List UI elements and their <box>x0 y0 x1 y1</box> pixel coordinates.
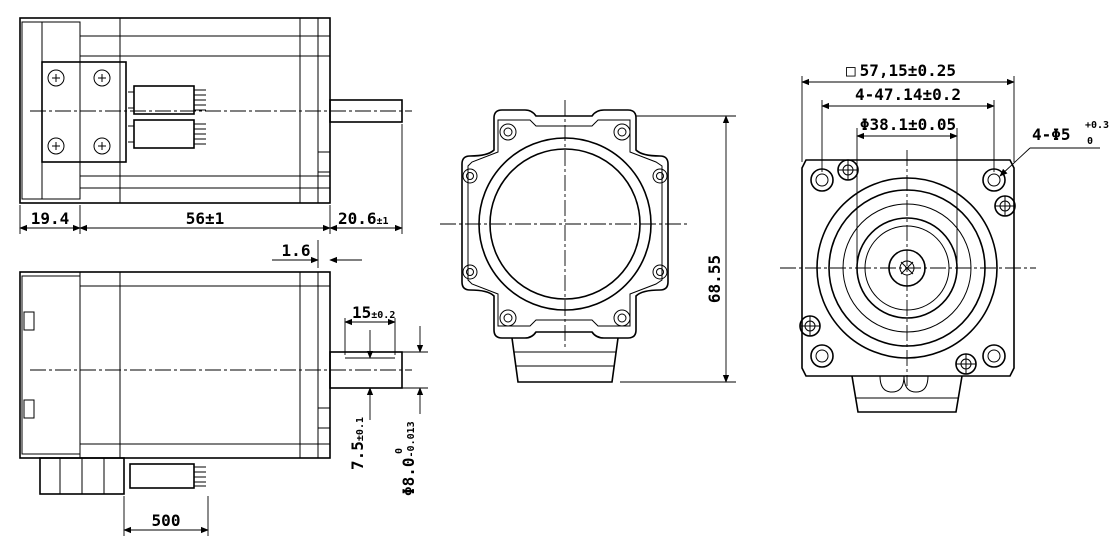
mounting-hole-icon <box>982 344 1006 368</box>
dim-label-shaft-tol-upper: 0 <box>394 448 405 454</box>
dim-label-body-length: 56±1 <box>186 209 225 228</box>
screw-icon <box>47 69 65 87</box>
connector-icon <box>129 463 206 489</box>
dim-label-square-size: □57,15±0.25 <box>846 61 956 80</box>
dim-label-pilot-diameter: Φ38.1±0.05 <box>860 115 956 134</box>
dim-label-key-height: 7.5±0.1 <box>348 417 367 470</box>
face-bottom-connector <box>851 375 963 413</box>
screw-icon <box>47 137 65 155</box>
dim-label-shaft-length: 20.6±1 <box>338 209 389 228</box>
mounting-hole-icon <box>613 309 631 327</box>
dim-label-shaft-diameter: Φ8.0-0.013 <box>399 421 418 496</box>
connector-plate <box>41 61 127 163</box>
mounting-hole-icon <box>462 168 478 184</box>
screw-icon <box>994 195 1016 217</box>
screw-icon <box>837 159 859 181</box>
dimension-labels: 19.4 56±1 20.6±1 1.6 15±0.2 7.5±0.1 Φ8.0… <box>31 61 1109 530</box>
top-view-body <box>19 17 331 204</box>
dim-label-key-length: 15±0.2 <box>352 303 395 322</box>
face-square-outline <box>801 159 1015 377</box>
mounting-hole-icon <box>499 123 517 141</box>
side-view-body <box>19 271 331 459</box>
dim-label-overall-height: 68.55 <box>705 255 724 303</box>
mounting-hole-icon <box>652 264 668 280</box>
flange-view <box>440 100 690 383</box>
connector-icon <box>128 119 206 149</box>
connector-icon <box>128 85 206 115</box>
flange-outline <box>461 109 669 339</box>
face-view <box>780 150 1036 413</box>
dimension-lines <box>19 76 1100 536</box>
dim-label-hole-diameter: 4-Φ5 <box>1032 125 1071 144</box>
dim-label-hole-tol-lower: 0 <box>1087 136 1093 147</box>
mounting-hole-icon <box>982 168 1006 192</box>
side-view <box>19 271 412 495</box>
mounting-hole-icon <box>810 168 834 192</box>
dim-label-cable-length: 500 <box>152 511 181 530</box>
top-view-end-cap <box>21 21 81 200</box>
screw-icon <box>955 353 977 375</box>
screw-icon <box>93 137 111 155</box>
screw-icon <box>799 315 821 337</box>
top-view <box>19 17 412 204</box>
flange-bottom-block <box>511 337 619 383</box>
mounting-hole-icon <box>652 168 668 184</box>
screw-icon <box>93 69 111 87</box>
mounting-hole-icon <box>810 344 834 368</box>
mounting-hole-icon <box>499 309 517 327</box>
dim-label-bolt-circle: 4-47.14±0.2 <box>855 85 961 104</box>
dim-label-flange-thickness: 1.6 <box>282 241 311 260</box>
dim-label-19-4: 19.4 <box>31 209 70 228</box>
mounting-hole-icon <box>462 264 478 280</box>
mounting-hole-icon <box>613 123 631 141</box>
dim-label-hole-tol-upper: +0.3 <box>1085 120 1109 131</box>
